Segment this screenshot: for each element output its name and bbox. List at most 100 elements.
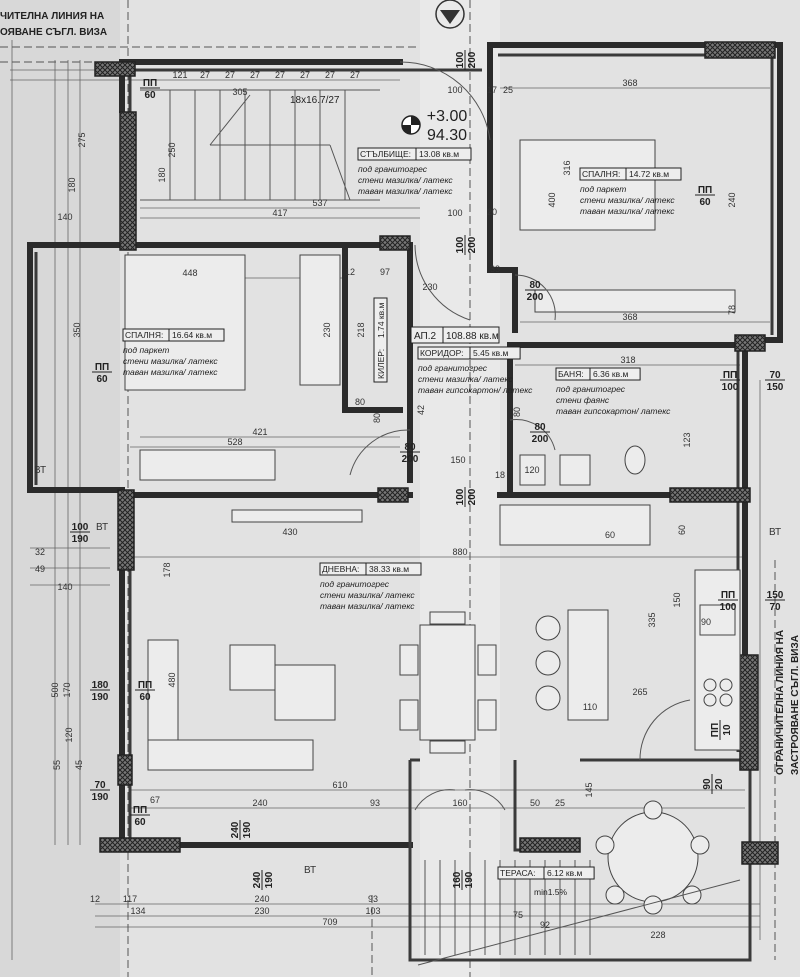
dimension-value: 610 — [332, 780, 347, 790]
svg-text:80: 80 — [529, 280, 541, 291]
dimension-value: 100 — [447, 208, 462, 218]
svg-text:80: 80 — [404, 442, 416, 453]
window-tag: ВТ — [769, 527, 781, 538]
dimension-value: 240 — [727, 192, 737, 207]
elevation-absolute: 94.30 — [427, 127, 467, 144]
dimension-value: 12 — [345, 267, 355, 277]
dimension-value: 100 — [447, 85, 462, 95]
dimension-value: 80 — [372, 413, 382, 423]
svg-text:190: 190 — [92, 792, 109, 803]
dimension-value: 368 — [622, 78, 637, 88]
tv-unit — [231, 509, 363, 523]
svg-text:190: 190 — [72, 534, 89, 545]
dimension-value: 145 — [584, 782, 594, 797]
dimension-value: 368 — [622, 312, 637, 322]
svg-text:100: 100 — [72, 522, 89, 533]
svg-text:ПП: ПП — [698, 185, 712, 196]
dimension-value: 78 — [727, 305, 737, 315]
dimension-value: 50 — [530, 798, 540, 808]
dimension-value: 240 — [254, 894, 269, 904]
window-tag: ВТ — [34, 465, 46, 476]
dimension-value: 80 — [512, 407, 522, 417]
svg-text:200: 200 — [402, 454, 419, 465]
dimension-value: 27 — [300, 70, 310, 80]
dimension-value: 93 — [368, 894, 378, 904]
dimension-value: 430 — [282, 527, 297, 537]
svg-text:150: 150 — [767, 590, 784, 601]
dimension-value: 120 — [64, 727, 74, 742]
room-area: 38.33 кв.м — [369, 564, 409, 574]
dimension-value: 33 — [490, 264, 500, 274]
dimension-value: 97 — [380, 267, 390, 277]
dimension-value: 528 — [227, 437, 242, 447]
dimension-value: 17 — [487, 85, 497, 95]
svg-text:20: 20 — [714, 778, 725, 790]
room-name: СПАЛНЯ: — [125, 330, 163, 340]
dimension-value: 80 — [355, 397, 365, 407]
svg-text:200: 200 — [532, 434, 549, 445]
svg-text:ПП: ПП — [723, 370, 737, 381]
bath-counter-lower — [499, 504, 651, 546]
wardrobe-right — [534, 289, 736, 313]
elevation-marker: +3.00 94.30 — [401, 108, 467, 144]
svg-text:10: 10 — [722, 724, 733, 736]
dimension-value: 27 — [275, 70, 285, 80]
svg-text:70: 70 — [769, 370, 781, 381]
room-finish: стени мазилка/ латекс — [418, 374, 513, 384]
svg-text:60: 60 — [699, 197, 711, 208]
dimension-value: 180 — [157, 167, 167, 182]
dimension-value: 350 — [72, 322, 82, 337]
svg-text:1.74 кв.м: 1.74 кв.м — [376, 302, 386, 338]
svg-text:150: 150 — [767, 382, 784, 393]
room-finish: таван гипсокартон/ латекс — [418, 385, 533, 395]
stair-spec: 18x16.7/27 — [290, 95, 340, 106]
dimension-value: 27 — [225, 70, 235, 80]
room-finish: стени фаянс — [556, 395, 610, 405]
svg-text:200: 200 — [467, 488, 478, 505]
dimension-value: 417 — [272, 208, 287, 218]
dimension-value: 230 — [254, 906, 269, 916]
room-area: 14.72 кв.м — [629, 169, 669, 179]
dimension-value: 20 — [487, 207, 497, 217]
room-label: ТЕРАСА:6.12 кв.м — [497, 866, 595, 880]
sofa-seat — [147, 739, 314, 771]
staircase — [140, 89, 380, 201]
room-area: 6.12 кв.м — [547, 868, 583, 878]
svg-text:ПП: ПП — [95, 362, 109, 373]
dimension-value: 230 — [422, 282, 437, 292]
dimension-value: 218 — [356, 322, 366, 337]
bed-left — [124, 254, 246, 391]
dimension-value: 90 — [701, 617, 711, 627]
masonry-blocks — [94, 41, 779, 865]
dimension-value: 27 — [250, 70, 260, 80]
room-finish: стени мазилка/ латекс — [580, 195, 675, 205]
dimension-value: 25 — [555, 798, 565, 808]
room-area: 16.64 кв.м — [172, 330, 212, 340]
boundary-label-right-2: ЗАСТРОЯВАНЕ СЪГЛ. ВИЗА — [790, 635, 800, 775]
svg-text:60: 60 — [134, 817, 146, 828]
room-finish: таван мазилка/ латекс — [320, 601, 415, 611]
dimension-value: 117 — [123, 894, 137, 904]
room-finish: стени мазилка/ латекс — [123, 356, 218, 366]
svg-text:200: 200 — [467, 236, 478, 253]
svg-text:180: 180 — [92, 680, 109, 691]
dimension-value: 178 — [162, 562, 172, 577]
room-finish: под гранитогрес — [556, 384, 626, 394]
svg-text:АП.2: АП.2 — [414, 331, 437, 342]
dimension-value: 60 — [605, 530, 615, 540]
dimension-value: 170 — [62, 682, 72, 697]
